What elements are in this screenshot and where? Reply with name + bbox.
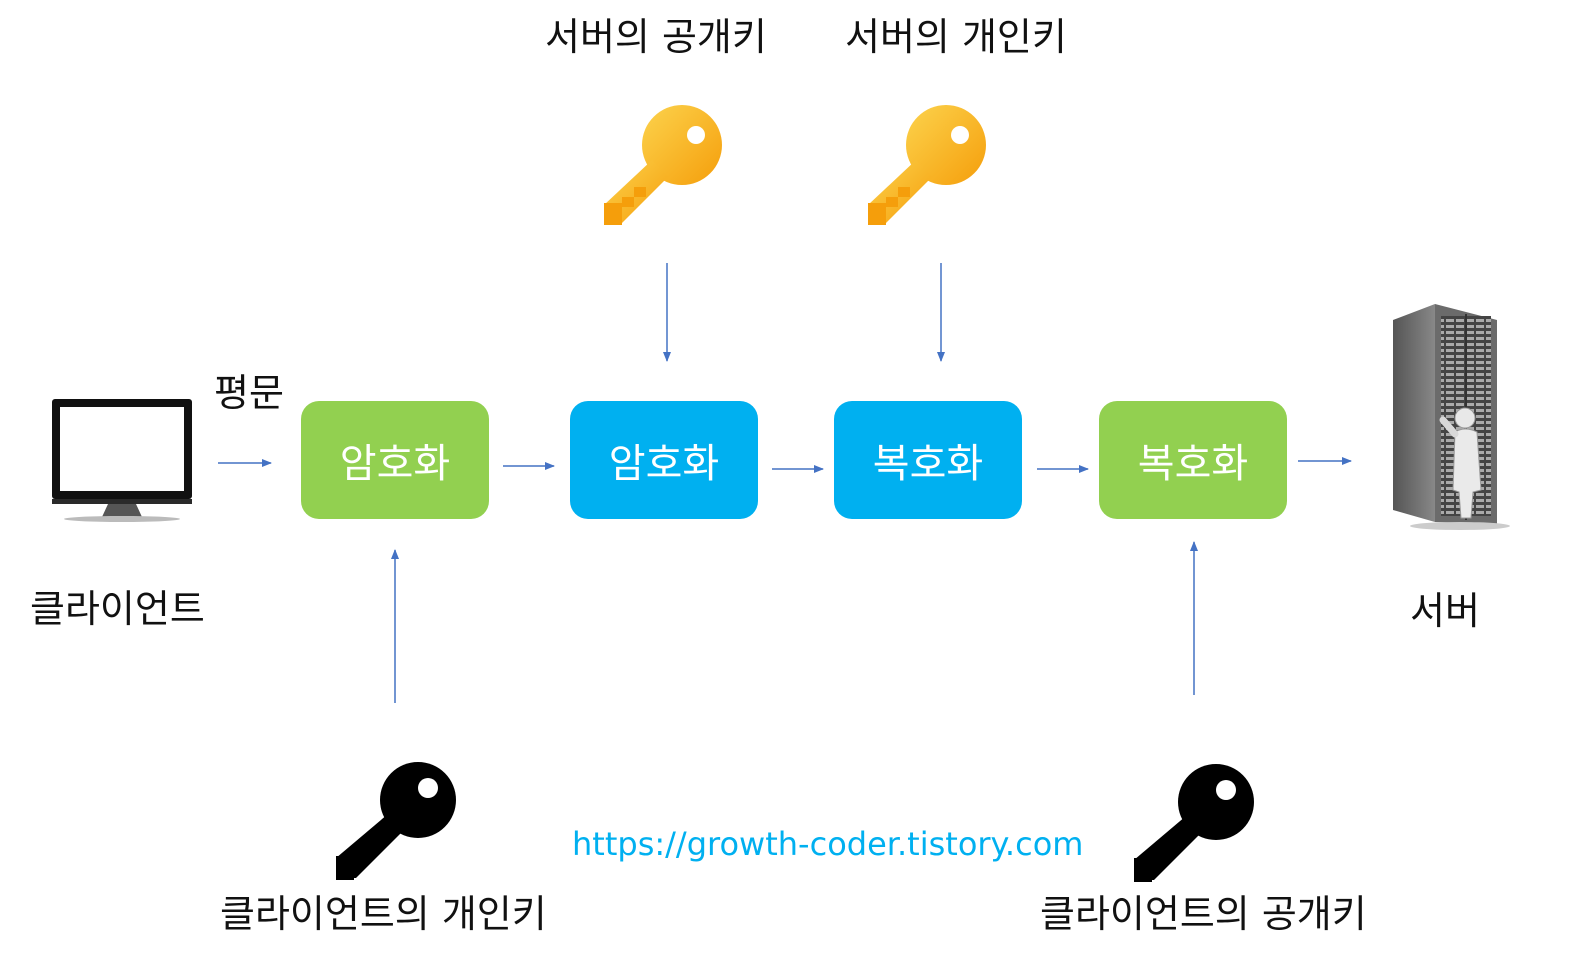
plaintext-label: 평문 [214,371,284,415]
client-public-key-label: 클라이언트의 공개키 [1040,892,1367,936]
step-label: 복호화 [872,441,984,487]
step-label: 암호화 [339,441,451,487]
encrypt-step-server-public: 암호화 [570,401,758,519]
server-rack-icon [1393,304,1510,530]
client-private-key-label: 클라이언트의 개인키 [220,892,547,936]
decrypt-step-client-public: 복호화 [1099,401,1287,519]
server-private-key-icon [868,105,986,225]
decrypt-step-server-private: 복호화 [834,401,1022,519]
client-private-key-icon [336,762,456,880]
client-public-key-icon [1134,764,1254,882]
monitor-icon [52,399,192,522]
source-url: https://growth-coder.tistory.com [572,825,1084,863]
server-public-key-icon [604,105,722,225]
step-label: 복호화 [1137,441,1249,487]
server-private-key-label: 서버의 개인키 [845,15,1067,59]
step-label: 암호화 [608,441,720,487]
server-public-key-label: 서버의 공개키 [545,15,767,59]
client-label: 클라이언트 [30,587,205,631]
server-label: 서버 [1410,589,1480,633]
encrypt-step-client-private: 암호화 [301,401,489,519]
